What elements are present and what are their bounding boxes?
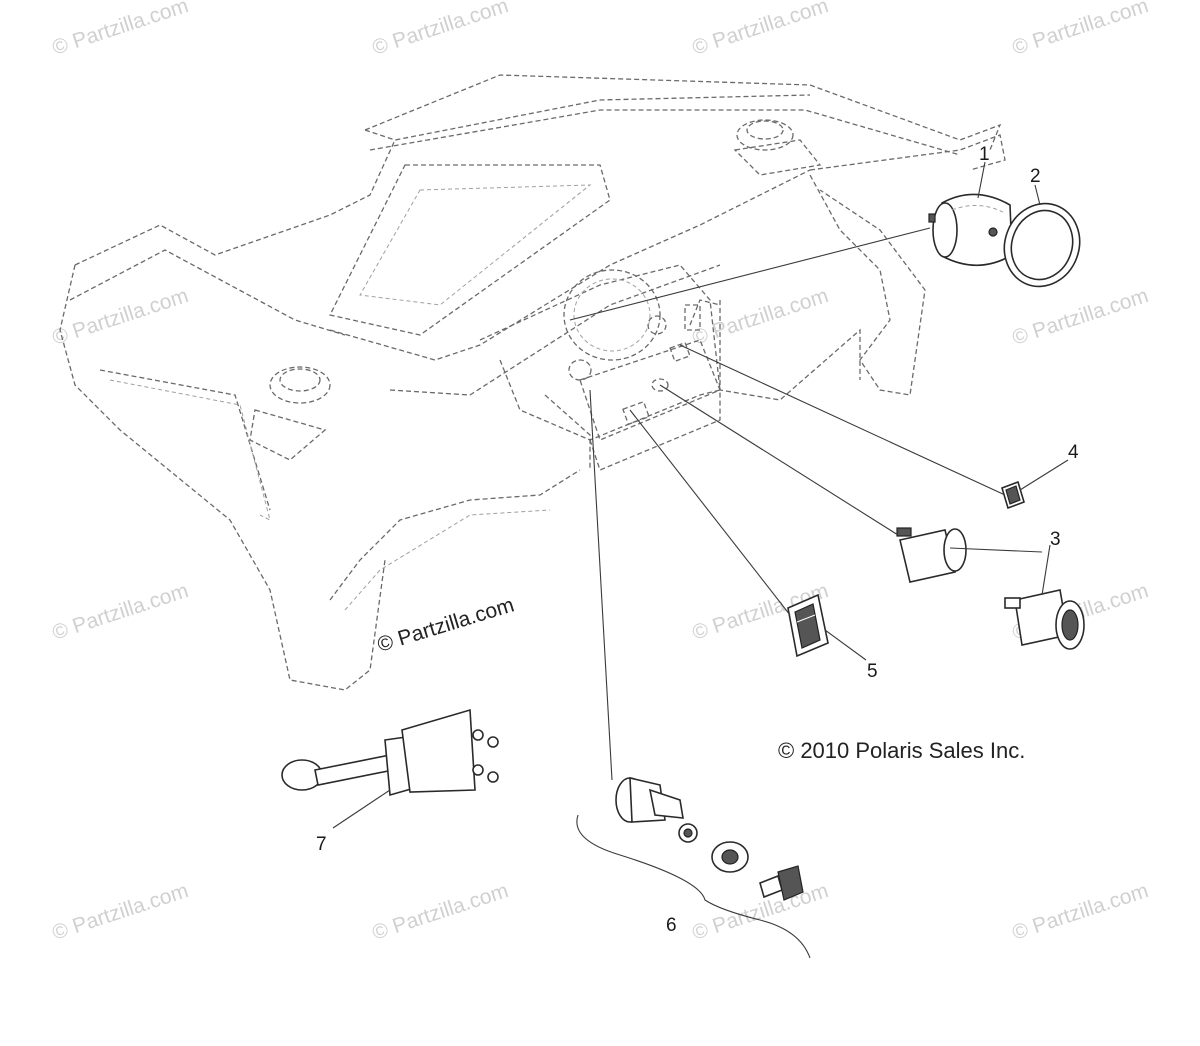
- watermark: © Partzilla.com: [369, 0, 511, 60]
- callout-3: 3: [1050, 529, 1061, 550]
- watermark: © Partzilla.com: [49, 0, 191, 60]
- watermark: © Partzilla.com: [49, 579, 191, 645]
- part-4-plug: [1001, 480, 1025, 510]
- watermark: © Partzilla.com: [689, 284, 831, 350]
- leader-lines: [332, 161, 1069, 959]
- part-7-lever-switch: [281, 708, 499, 797]
- callout-7: 7: [316, 834, 327, 855]
- callout-5: 5: [867, 661, 878, 682]
- watermark: © Partzilla.com: [49, 879, 191, 945]
- callouts: 1 2 3 4 5 6 7: [316, 144, 1079, 936]
- watermark: © Partzilla.com: [1009, 0, 1151, 60]
- part-6-ignition: [615, 776, 804, 901]
- part-5-switch: [787, 593, 829, 658]
- center-watermark: © Partzilla.com: [375, 593, 517, 656]
- watermark: © Partzilla.com: [689, 879, 831, 945]
- callout-4: 4: [1068, 442, 1079, 463]
- watermark: © Partzilla.com: [1009, 879, 1151, 945]
- part-2-ring: [1003, 202, 1081, 288]
- callout-2: 2: [1030, 166, 1041, 187]
- watermark: © Partzilla.com: [369, 879, 511, 945]
- watermark: © Partzilla.com: [1009, 284, 1151, 350]
- part-3-outlet: [896, 527, 1085, 650]
- watermark: © Partzilla.com: [49, 284, 191, 350]
- dashboard-body: [59, 74, 1006, 691]
- watermark: © Partzilla.com: [689, 0, 831, 60]
- copyright-text: © 2010 Polaris Sales Inc.: [778, 738, 1025, 763]
- part-1-gauge: [928, 193, 1013, 266]
- callout-1: 1: [979, 144, 990, 165]
- callout-6: 6: [666, 915, 677, 936]
- watermark-layer: © Partzilla.com © Partzilla.com © Partzi…: [49, 0, 1151, 945]
